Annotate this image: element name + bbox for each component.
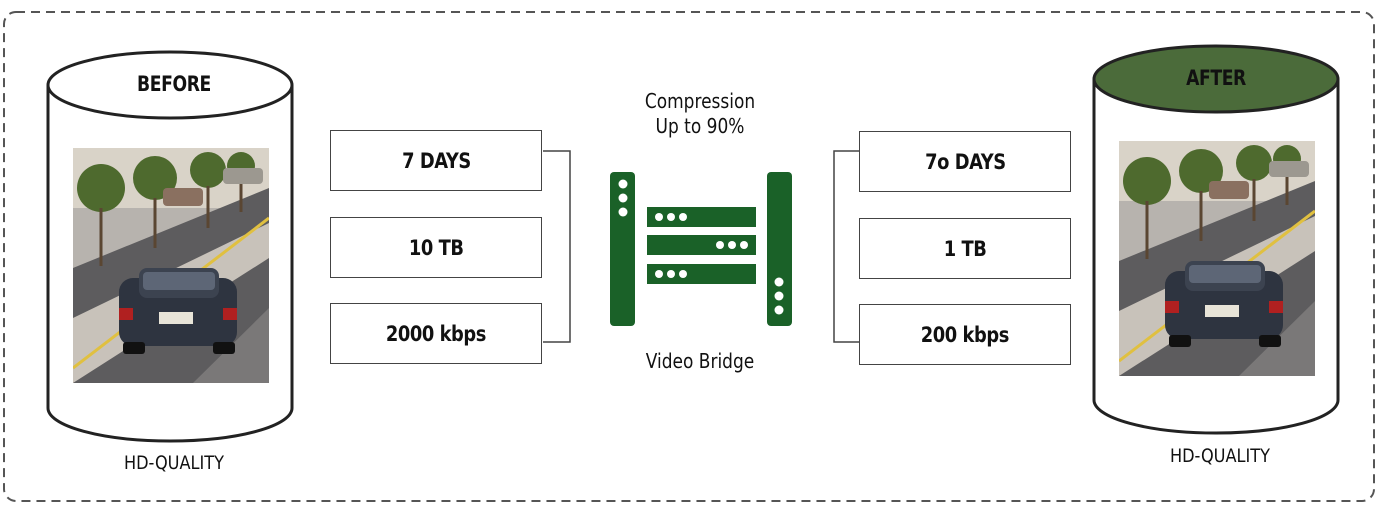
before-photo: [73, 148, 269, 383]
before-title: BEFORE: [137, 72, 211, 96]
before-storage-box: 10 TB: [330, 217, 542, 278]
device-label: Video Bridge: [645, 349, 755, 373]
after-bitrate-box: 200 kbps: [859, 304, 1071, 365]
after-bitrate-value: 200 kbps: [920, 322, 1010, 347]
before-retention-value: 7 DAYS: [401, 148, 471, 173]
before-bracket: [543, 150, 571, 343]
compression-line2: Up to 90%: [655, 114, 745, 138]
video-bridge-server-icon: [610, 172, 792, 326]
compression-label: Compression Up to 90%: [615, 89, 785, 139]
after-bracket: [833, 150, 860, 343]
after-storage-box: 1 TB: [859, 218, 1071, 279]
before-storage-value: 10 TB: [408, 235, 464, 260]
street-car-photo-icon: [1119, 141, 1315, 376]
before-retention-box: 7 DAYS: [330, 130, 542, 191]
after-quality-label: HD-QUALITY: [1169, 445, 1271, 467]
after-retention-box: 7o DAYS: [859, 131, 1071, 192]
after-storage-value: 1 TB: [943, 236, 987, 261]
after-photo: [1119, 141, 1315, 376]
street-car-photo-icon: [73, 148, 269, 383]
before-bitrate-value: 2000 kbps: [385, 321, 487, 346]
before-bitrate-box: 2000 kbps: [330, 303, 542, 364]
after-title: AFTER: [1186, 66, 1246, 90]
compression-line1: Compression: [644, 89, 756, 113]
before-quality-label: HD-QUALITY: [123, 452, 225, 474]
after-retention-value: 7o DAYS: [924, 149, 1006, 174]
